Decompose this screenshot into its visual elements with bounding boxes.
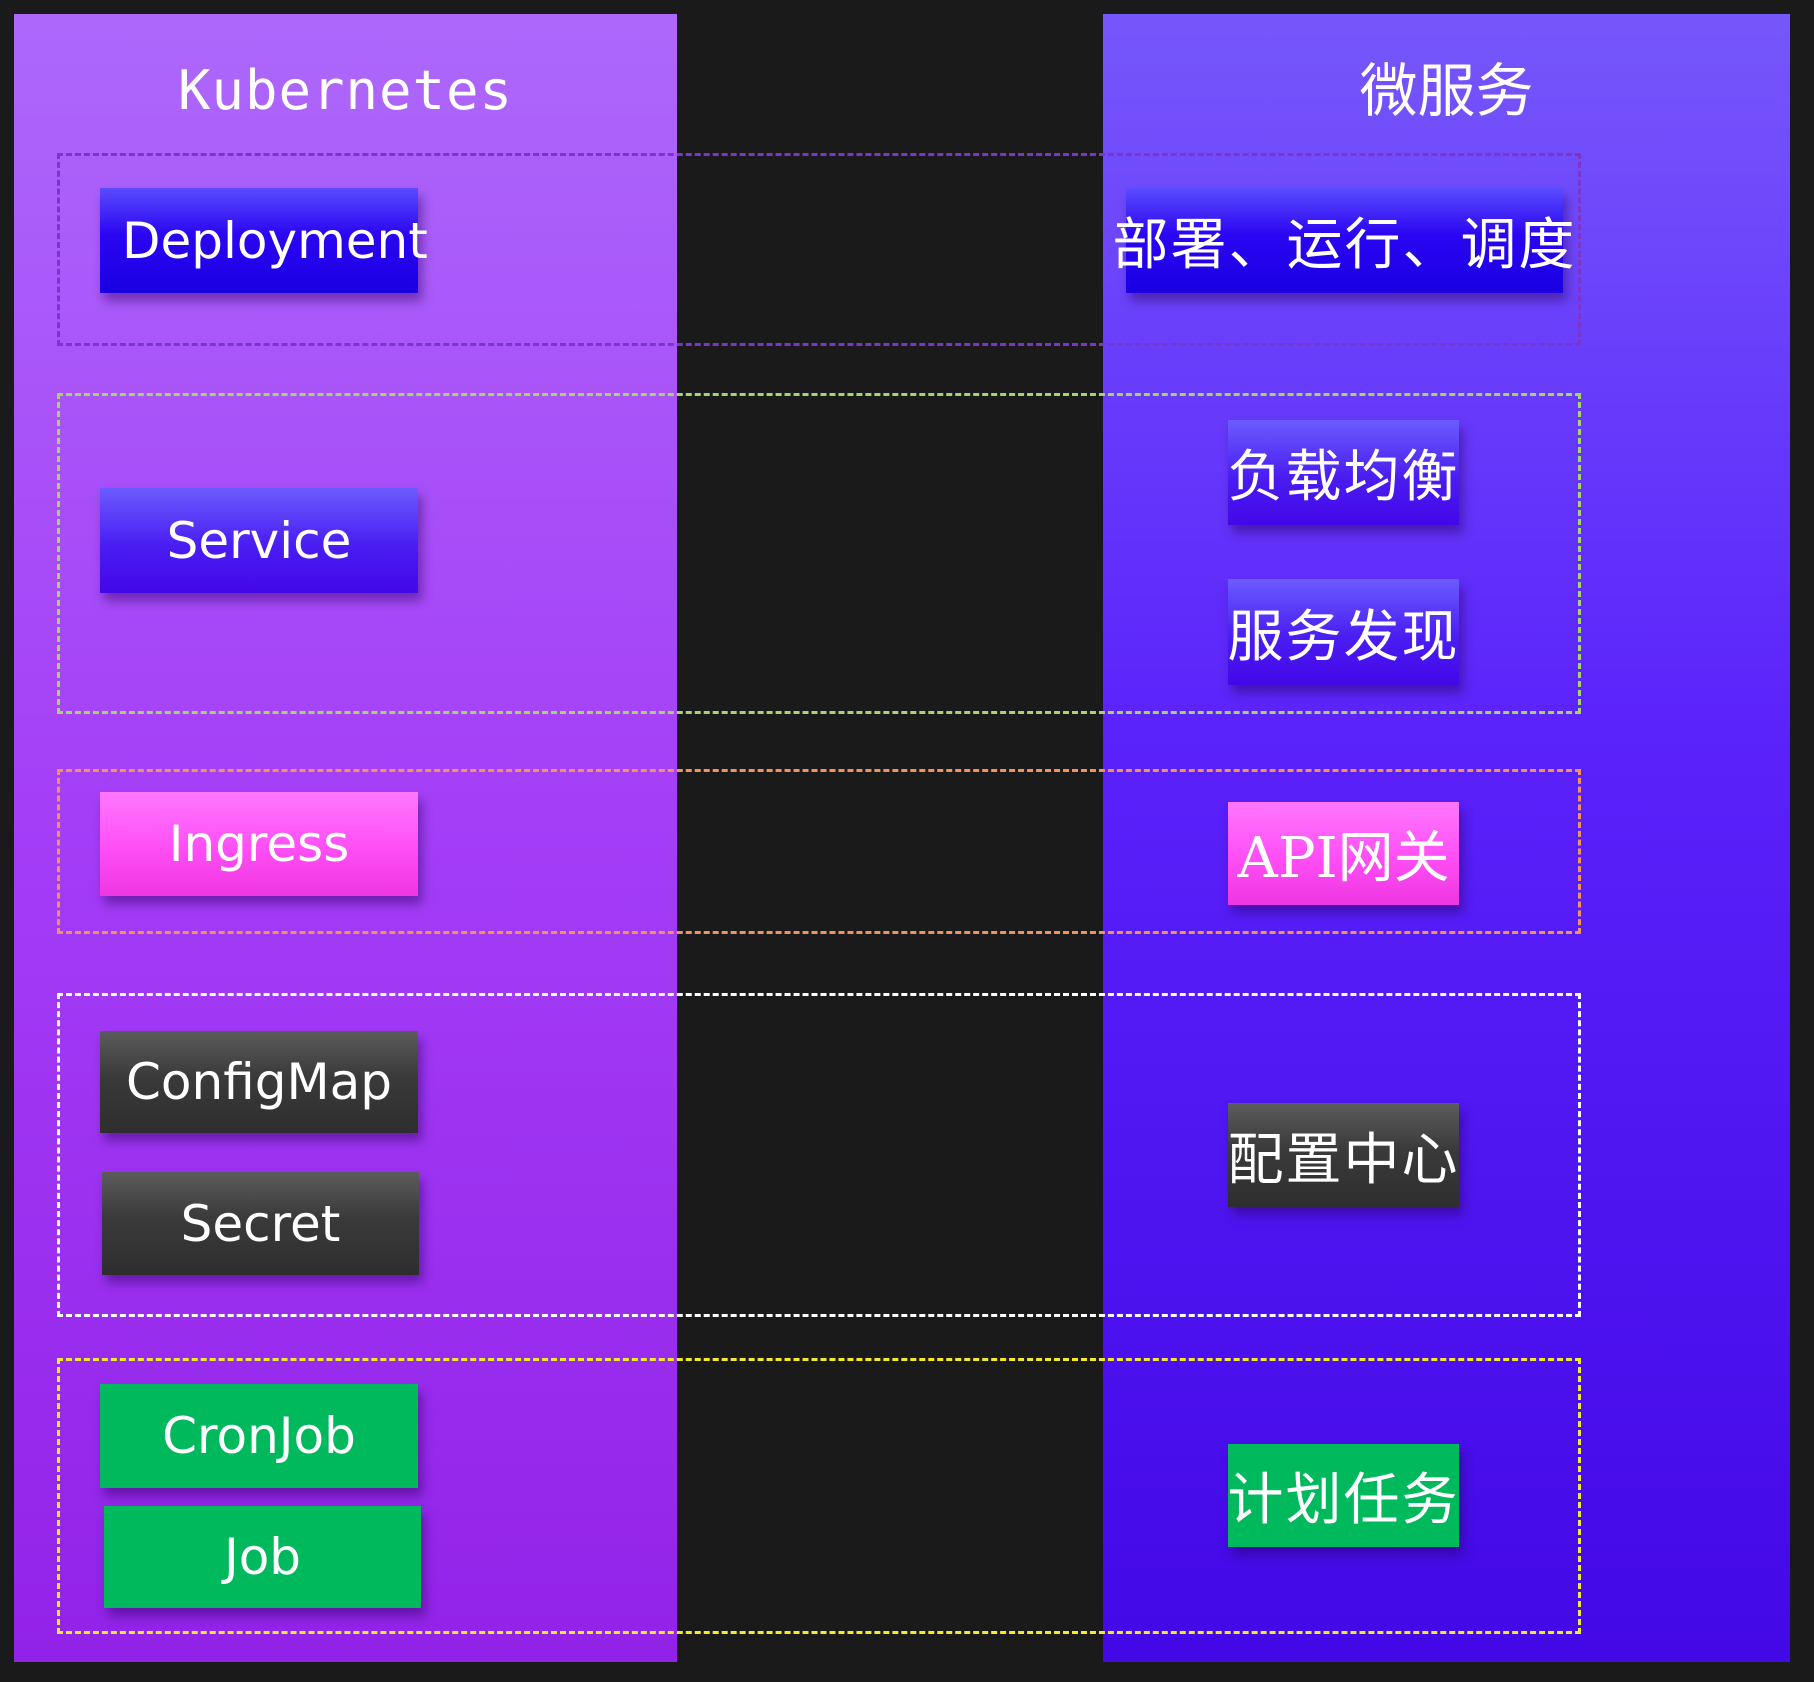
ms-api-gateway-box: API网关 (1228, 802, 1459, 905)
group-config (57, 993, 1581, 1317)
ms-load-balancing-label: 负载均衡 (1227, 445, 1460, 510)
k8s-ingress-box: Ingress (100, 792, 418, 896)
k8s-ingress-label: Ingress (168, 815, 350, 873)
ms-scheduled-task-label: 计划任务 (1227, 1468, 1460, 1533)
ms-load-balancing-box: 负载均衡 (1228, 420, 1459, 525)
k8s-deployment-label: Deployment (122, 211, 428, 270)
k8s-secret-label: Secret (180, 1194, 341, 1253)
ms-scheduled-task-box: 计划任务 (1228, 1444, 1459, 1547)
k8s-configmap-box: ConfigMap (100, 1031, 418, 1133)
group-deployment (57, 153, 1581, 346)
ms-deploy-run-schedule-box: 部署、运行、调度 (1113, 188, 1575, 293)
ms-config-center-box: 配置中心 (1228, 1103, 1459, 1207)
k8s-cronjob-label: CronJob (162, 1407, 356, 1465)
k8s-job-label: Job (223, 1528, 302, 1586)
group-service (57, 393, 1581, 714)
group-ingress (57, 769, 1581, 934)
ms-config-center-label: 配置中心 (1227, 1127, 1460, 1193)
microservice-title: 微服务 (1359, 57, 1534, 125)
group-schedule (57, 1358, 1581, 1634)
ms-api-gateway-label: API网关 (1237, 826, 1450, 891)
ms-deploy-run-schedule-label: 部署、运行、调度 (1112, 213, 1577, 278)
kubernetes-title: Kubernetes (177, 59, 514, 122)
k8s-service-label: Service (166, 511, 352, 570)
k8s-cronjob-box: CronJob (100, 1384, 418, 1488)
k8s-service-box: Service (100, 488, 418, 593)
k8s-secret-box: Secret (102, 1172, 419, 1275)
k8s-job-box: Job (104, 1506, 421, 1608)
k8s-configmap-label: ConfigMap (126, 1053, 392, 1111)
ms-service-discovery-label: 服务发现 (1227, 604, 1460, 670)
ms-service-discovery-box: 服务发现 (1228, 579, 1459, 685)
k8s-deployment-box: Deployment (100, 188, 428, 293)
